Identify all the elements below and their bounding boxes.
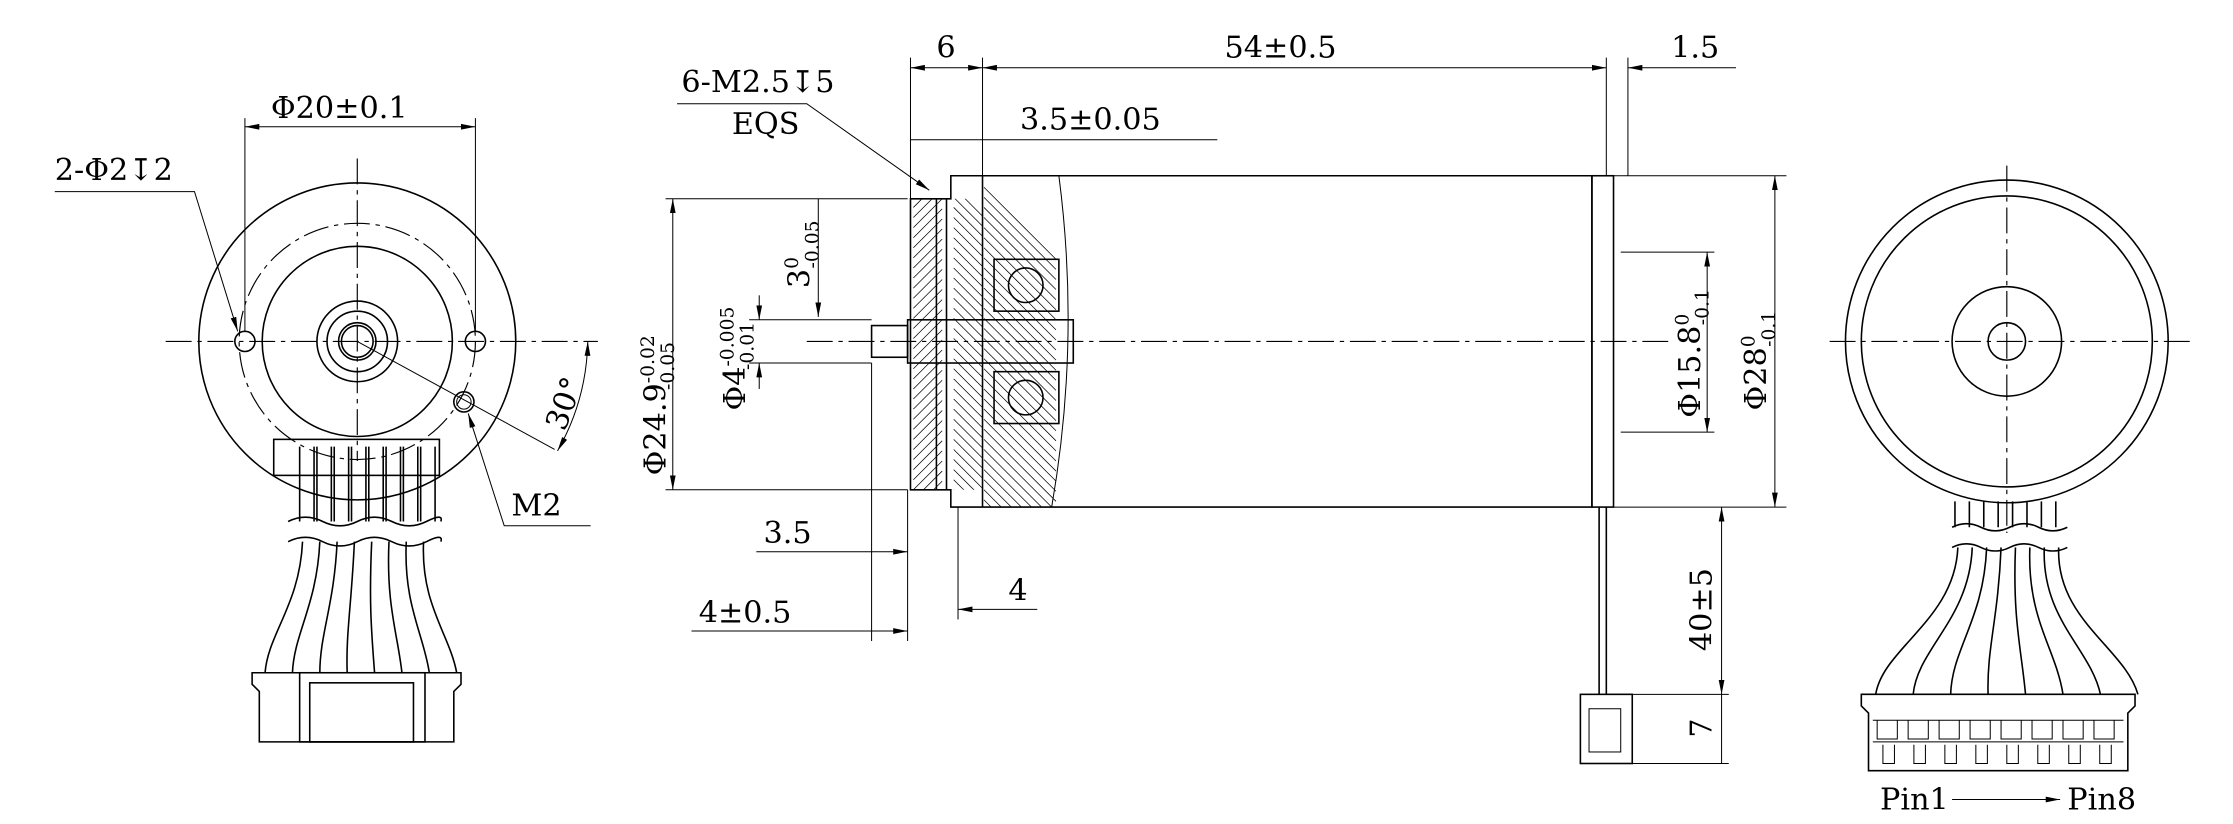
wire: [1949, 501, 1988, 695]
side-view: 6 54±0.5 1.5 6-M2.5↧5 EQS 3.5±0.05 Φ24.9…: [638, 31, 1787, 765]
tapped-holes-note: EQS: [732, 107, 800, 142]
flange-hatching: [913, 175, 1057, 508]
pilot-diameter-dim: Φ24.9-0.02-0.05: [638, 335, 679, 475]
cable-length-dim: 40±5: [1684, 568, 1719, 651]
flange-thickness-dim: 6: [936, 31, 955, 66]
wire: [2055, 501, 2139, 695]
connector-rear: [1860, 693, 2136, 772]
wire: [346, 446, 367, 673]
wire: [1874, 501, 1959, 695]
mount-holes-callout: 2-Φ2↧2: [55, 153, 173, 188]
body-diameter-dim: Φ280-0.1: [1739, 311, 1780, 411]
length-dim: 54±0.5: [1225, 31, 1337, 66]
bearing-top: [993, 258, 1060, 312]
housing-outline: [198, 182, 517, 501]
pin-end-label: Pin8: [2067, 783, 2136, 818]
angle-dim: 30°: [539, 373, 590, 435]
bearing-bottom: [993, 370, 1060, 425]
tapped-holes-callout: 6-M2.5↧5: [681, 65, 834, 100]
encoder-diameter-dim: Φ15.80-0.1: [1672, 289, 1713, 418]
shaft-step-dim: 3.5: [764, 516, 812, 551]
shaft-length-dim: 4±0.5: [699, 595, 792, 630]
wire: [402, 446, 431, 673]
front-view-shaft-end: Φ20±0.1 2-Φ2↧2 30° M2: [55, 91, 598, 743]
pilot-depth-dim: 3.5±0.05: [1020, 103, 1161, 138]
connector-left: [251, 671, 462, 743]
hub-length-dim: 4: [1008, 574, 1027, 609]
end-cap-dim: 1.5: [1671, 31, 1719, 66]
hole-pitch-dim: Φ20±0.1: [271, 91, 408, 126]
wire: [1987, 501, 2002, 695]
wire: [2040, 501, 2102, 695]
pin-start-label: Pin1: [1880, 783, 1949, 818]
wire: [319, 446, 350, 673]
wire: [291, 446, 333, 673]
wire: [385, 446, 403, 673]
wire: [2026, 501, 2064, 695]
thread-callout: M2: [511, 489, 561, 524]
wire: [264, 446, 315, 673]
shaft-diameter-dim: Φ4-0.005-0.01: [717, 307, 758, 411]
wire: [1912, 501, 1974, 695]
connector-pins: [1872, 719, 2124, 765]
rear-view: Pin1 Pin8: [1829, 165, 2190, 818]
wire: [419, 446, 458, 673]
connector-side: [1579, 693, 1634, 765]
wire: [368, 446, 385, 673]
connector-length-dim: 7: [1684, 718, 1719, 737]
bolt-circle: [238, 222, 476, 461]
flat-dim: 30-0.05: [782, 220, 823, 288]
wire: [2011, 501, 2027, 695]
m2-hole: [453, 391, 475, 413]
